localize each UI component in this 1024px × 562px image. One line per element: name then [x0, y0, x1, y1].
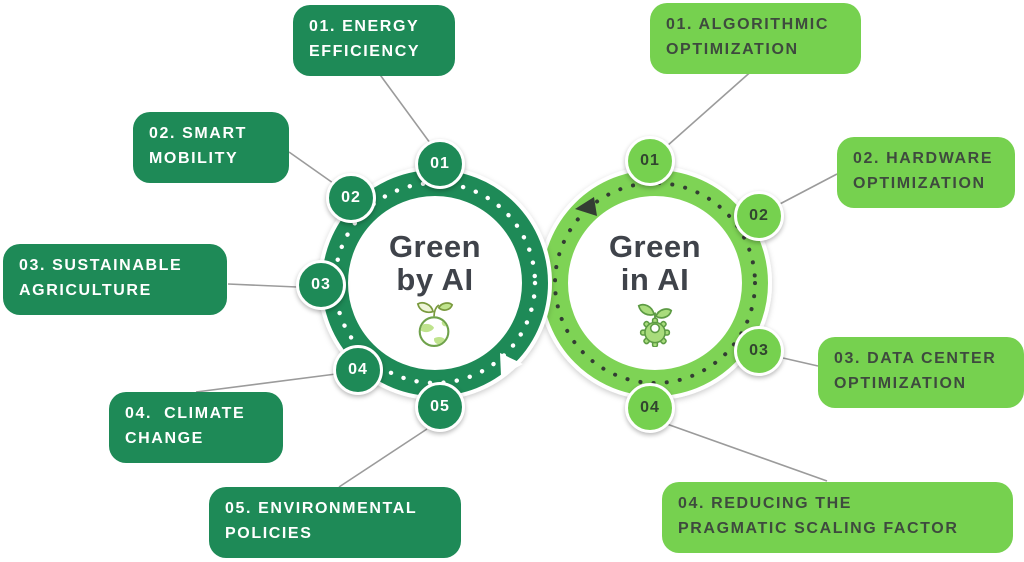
left-title-line2: by AI: [396, 262, 474, 297]
label-algorithmic-optimization: 01. ALGORITHMIC OPTIMIZATION: [650, 3, 861, 74]
connector-right-1: [666, 67, 756, 147]
label-energy-efficiency: 01. ENERGY EFFICIENCY: [293, 5, 455, 76]
gear-plant-icon: [545, 299, 765, 352]
right-title-line2: in AI: [620, 262, 690, 297]
right-circle-center: Green in AI: [545, 230, 765, 352]
left-node-03: 03: [296, 260, 346, 310]
earth-plant-icon: [325, 299, 545, 354]
left-direction-arrow-icon: [500, 353, 523, 376]
connector-right-4: [663, 422, 828, 482]
left-node-04: 04: [333, 345, 383, 395]
connector-lines: [195, 67, 838, 488]
right-circle-title: Green in AI: [545, 230, 765, 296]
connector-left-4: [195, 373, 337, 393]
connector-left-3: [227, 283, 298, 288]
connector-right-3: [782, 357, 819, 367]
left-circle-center: Green by AI: [325, 230, 545, 354]
label-climate-change: 04. CLIMATE CHANGE: [109, 392, 283, 463]
left-node-01: 01: [415, 139, 465, 189]
right-node-01: 01: [625, 136, 675, 186]
label-reducing-pragmatic-scaling-factor: 04. REDUCING THE PRAGMATIC SCALING FACTO…: [662, 482, 1013, 553]
label-data-center-optimization: 03. DATA CENTER OPTIMIZATION: [818, 337, 1024, 408]
label-hardware-optimization: 02. HARDWARE OPTIMIZATION: [837, 137, 1015, 208]
label-smart-mobility: 02. SMART MOBILITY: [133, 112, 289, 183]
left-circle-title: Green by AI: [325, 230, 545, 296]
connector-right-2: [775, 173, 838, 207]
left-title-line1: Green: [388, 229, 482, 264]
right-direction-arrow-icon: [575, 197, 597, 216]
right-title-line1: Green: [608, 229, 702, 264]
left-node-05: 05: [415, 382, 465, 432]
connector-left-5: [338, 428, 428, 488]
right-node-03: 03: [734, 326, 784, 376]
label-environmental-policies: 05. ENVIRONMENTAL POLICIES: [209, 487, 461, 558]
label-sustainable-agriculture: 03. SUSTAINABLE AGRICULTURE: [3, 244, 227, 315]
connector-left-1: [377, 71, 434, 148]
right-node-02: 02: [734, 191, 784, 241]
connector-left-2: [288, 151, 334, 184]
left-node-02: 02: [326, 173, 376, 223]
right-node-04: 04: [625, 383, 675, 433]
